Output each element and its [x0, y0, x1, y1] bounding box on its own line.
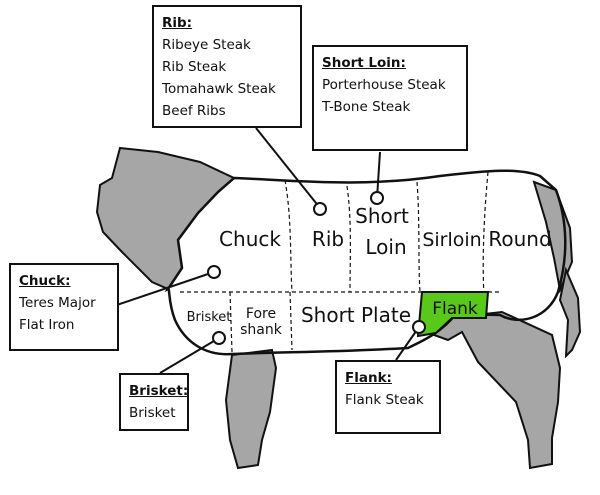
leader-lines	[107, 127, 420, 374]
callout-chuck-item: Flat Iron	[19, 317, 75, 333]
callout-flank: Flank: Flank Steak	[335, 360, 441, 434]
cut-label-rib: Rib	[312, 227, 344, 251]
leader-dots	[207, 191, 426, 345]
callout-rib-title: Rib:	[162, 15, 193, 31]
callout-rib-item: Rib Steak	[162, 59, 227, 75]
callout-brisket-title: Brisket:	[129, 383, 189, 399]
callout-flank-item: Flank Steak	[345, 392, 424, 408]
callout-chuck-title: Chuck:	[19, 273, 71, 289]
cut-label-brisket: Brisket	[187, 310, 232, 325]
callout-chuck: Chuck: Teres Major Flat Iron	[9, 263, 119, 351]
callout-rib: Rib: Ribeye Steak Rib Steak Tomahawk Ste…	[152, 5, 302, 128]
cut-label-chuck: Chuck	[219, 227, 281, 251]
hind-leg	[428, 310, 562, 470]
cut-label-fore-shank-1: Fore	[246, 306, 276, 322]
cut-label-round: Round	[488, 227, 551, 251]
callout-short-loin-item: Porterhouse Steak	[322, 77, 446, 93]
callout-flank-title: Flank:	[345, 370, 392, 386]
callout-chuck-item: Teres Major	[19, 295, 96, 311]
cut-label-flank: Flank	[432, 299, 478, 319]
chuck-marker	[207, 265, 221, 279]
callout-brisket: Brisket: Brisket	[119, 373, 189, 431]
flank-marker	[412, 320, 426, 334]
front-leg	[224, 348, 278, 470]
callout-short-loin-title: Short Loin:	[322, 55, 406, 71]
callout-rib-item: Beef Ribs	[162, 103, 226, 119]
rib-marker	[313, 202, 327, 216]
callout-rib-item: Tomahawk Steak	[162, 81, 276, 97]
cut-label-sirloin: Sirloin	[422, 229, 481, 251]
flank-highlight	[416, 291, 490, 338]
cut-label-short-loin-1: Short	[355, 204, 409, 228]
cut-label-short-plate: Short Plate	[301, 303, 411, 327]
tail	[558, 266, 582, 359]
callout-short-loin-item: T-Bone Steak	[322, 99, 411, 115]
callout-brisket-item: Brisket	[129, 405, 176, 421]
callout-short-loin: Short Loin: Porterhouse Steak T-Bone Ste…	[312, 45, 468, 151]
cut-label-short-loin-2: Loin	[365, 235, 406, 259]
cow-body-outline	[164, 169, 567, 356]
cut-label-fore-shank-2: shank	[240, 322, 283, 338]
brisket-marker	[212, 331, 226, 345]
callout-rib-item: Ribeye Steak	[162, 37, 251, 53]
short-loin-marker	[370, 191, 384, 205]
